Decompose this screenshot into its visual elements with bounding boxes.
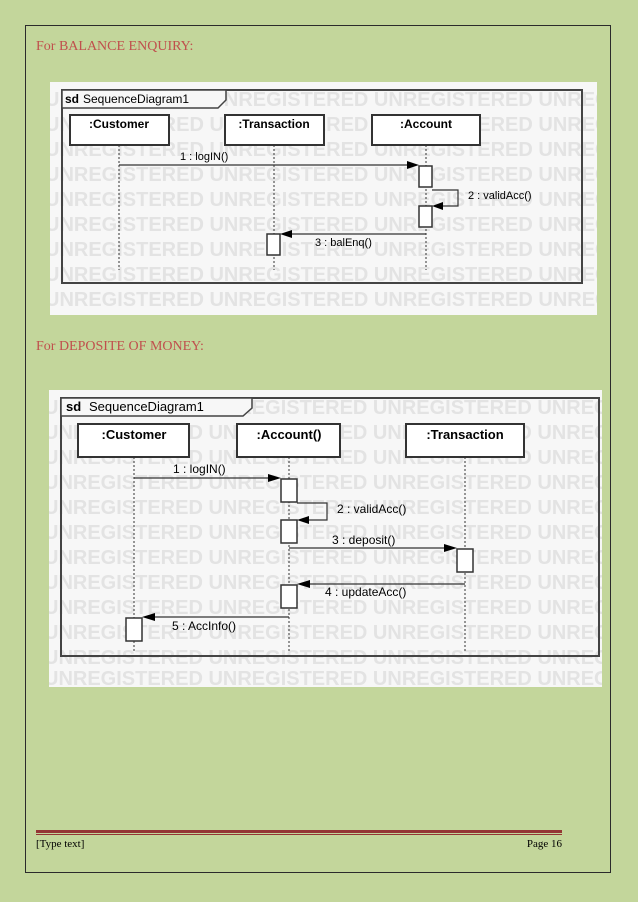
frame-label: SequenceDiagram1 xyxy=(89,399,204,414)
frame-tab xyxy=(60,397,253,417)
page-border xyxy=(25,25,611,873)
svg-text:UNREGISTERED UNREGISTERED UNRE: UNREGISTERED UNREGISTERED UNREGISTERED U… xyxy=(50,239,597,261)
message-label: 4 : updateAcc() xyxy=(325,585,406,599)
activation-bar xyxy=(125,617,143,642)
svg-text:UNREGISTERED UNREGISTERED UNRE: UNREGISTERED UNREGISTERED UNREGISTERED U… xyxy=(49,547,602,569)
activation-bar xyxy=(266,233,281,256)
lifeline-customer: :Customer xyxy=(77,423,190,652)
svg-text:UNREGISTERED UNREGISTERED UNRE: UNREGISTERED UNREGISTERED UNREGISTERED U… xyxy=(50,164,597,186)
message-login: 1 : logIN() xyxy=(119,151,419,169)
message-label: 3 : balEnq() xyxy=(315,237,372,249)
lifeline-label: :Account xyxy=(400,117,452,131)
message-label: 2 : validAcc() xyxy=(468,190,532,202)
message-label: 5 : AccInfo() xyxy=(172,619,236,633)
message-label: 3 : deposit() xyxy=(332,533,395,547)
sequence-diagram-balance-enquiry: UNREGISTERED UNREGISTERED UNREGISTERED U… xyxy=(50,82,597,315)
lifeline-account: :Account() xyxy=(236,423,341,652)
svg-text:UNREGISTERED UNREGISTERED UNRE: UNREGISTERED UNREGISTERED UNREGISTERED U… xyxy=(49,622,602,644)
section-heading-deposit-money: For DEPOSITE OF MONEY: xyxy=(36,339,204,354)
svg-text:UNREGISTERED UNREGISTERED UNRE: UNREGISTERED UNREGISTERED UNREGISTERED U… xyxy=(49,497,602,519)
lifeline-customer: :Customer xyxy=(69,114,170,270)
footer-rule xyxy=(36,830,562,833)
frame-border xyxy=(61,89,583,284)
svg-text:UNREGISTERED UNREGISTERED UNRE: UNREGISTERED UNREGISTERED UNREGISTERED U… xyxy=(49,572,602,594)
message-deposit: 3 : deposit() xyxy=(289,533,457,552)
activation-bar xyxy=(418,205,433,228)
svg-text:UNREGISTERED UNREGISTERED UNRE: UNREGISTERED UNREGISTERED UNREGISTERED U… xyxy=(49,647,602,669)
svg-text:UNREGISTERED UNREGISTERED UNRE: UNREGISTERED UNREGISTERED UNREGISTERED U… xyxy=(49,522,602,544)
activation-bar xyxy=(456,548,474,573)
lifeline-label: :Customer xyxy=(89,117,149,131)
message-updateacc: 4 : updateAcc() xyxy=(297,580,465,599)
frame-keyword: sd xyxy=(66,399,81,414)
lifeline-label: :Customer xyxy=(101,427,166,442)
lifeline-transaction: :Transaction xyxy=(405,423,525,652)
message-login: 1 : logIN() xyxy=(134,462,281,482)
message-label: 1 : logIN() xyxy=(173,462,226,476)
activation-bar xyxy=(280,519,298,544)
section-heading-balance-enquiry: For BALANCE ENQUIRY: xyxy=(36,39,194,54)
message-accinfo: 5 : AccInfo() xyxy=(142,613,289,633)
activation-bar xyxy=(280,584,298,609)
svg-text:UNREGISTERED UNREGISTERED UNRE: UNREGISTERED UNREGISTERED UNREGISTERED U… xyxy=(49,597,602,619)
lifeline-label: :Transaction xyxy=(238,117,309,131)
message-validacc: 2 : validAcc() xyxy=(432,189,532,210)
message-label: 1 : logIN() xyxy=(180,151,228,163)
footer-rule-thin xyxy=(36,834,562,835)
svg-text:UNREGISTERED UNREGISTERED UNRE: UNREGISTERED UNREGISTERED UNREGISTERED U… xyxy=(50,189,597,211)
message-label: 2 : validAcc() xyxy=(337,502,406,516)
activation-bar xyxy=(418,165,433,188)
lifeline-transaction: :Transaction xyxy=(224,114,325,270)
svg-text:UNREGISTERED UNREGISTERED UNRE: UNREGISTERED UNREGISTERED UNREGISTERED U… xyxy=(49,472,602,494)
svg-text:UNREGISTERED UNREGISTERED UNRE: UNREGISTERED UNREGISTERED UNREGISTERED U… xyxy=(50,289,597,311)
lifeline-label: :Account() xyxy=(257,427,322,442)
frame-border xyxy=(60,397,600,657)
svg-text:UNREGISTERED UNREGISTERED UNRE: UNREGISTERED UNREGISTERED UNREGISTERED U… xyxy=(49,668,602,687)
activation-bar xyxy=(280,478,298,503)
message-balenq: 3 : balEnq() xyxy=(280,230,426,249)
watermark-layer: UNREGISTERED UNREGISTERED UNREGISTERED U… xyxy=(49,397,602,687)
lifeline-label: :Transaction xyxy=(426,427,503,442)
lifeline-account: :Account xyxy=(371,114,481,270)
frame-tab xyxy=(61,89,227,109)
frame-keyword: sd xyxy=(65,92,79,106)
svg-text:UNREGISTERED UNREGISTERED UNRE: UNREGISTERED UNREGISTERED UNREGISTERED U… xyxy=(50,214,597,236)
frame-label: SequenceDiagram1 xyxy=(83,92,189,106)
svg-text:UNREGISTERED UNREGISTERED UNRE: UNREGISTERED UNREGISTERED UNREGISTERED U… xyxy=(50,264,597,286)
footer-left-text: [Type text] xyxy=(36,838,85,850)
message-validacc: 2 : validAcc() xyxy=(297,502,406,524)
sequence-diagram-deposit: UNREGISTERED UNREGISTERED UNREGISTERED U… xyxy=(49,390,602,687)
page-number: Page 16 xyxy=(526,838,562,850)
